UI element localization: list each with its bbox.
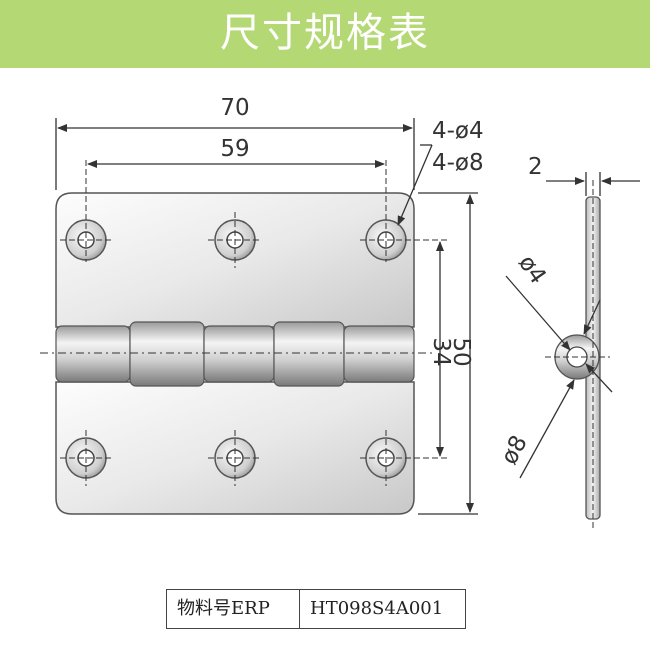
dim-label-59: 59 xyxy=(220,136,249,162)
title-banner: 尺寸规格表 xyxy=(0,0,650,68)
dim-label-2: 2 xyxy=(528,154,543,180)
dim-label-70: 70 xyxy=(220,95,249,121)
hole-spec-large: 4-ø8 xyxy=(432,150,484,176)
hinge-knuckles xyxy=(55,321,415,387)
hole-centerlines xyxy=(60,160,450,486)
hole-callout-leader xyxy=(397,144,433,226)
dim-label-50: 50 xyxy=(448,337,474,366)
hole-spec-small: 4-ø4 xyxy=(432,118,484,144)
width-dimension-70 xyxy=(55,118,415,190)
erp-label: 物料号ERP xyxy=(167,590,300,628)
page-title: 尺寸规格表 xyxy=(220,10,430,56)
side-label-diameter-8: ø8 xyxy=(496,431,532,469)
side-view-centerlines xyxy=(545,180,610,530)
height-dimension-50 xyxy=(418,192,478,515)
erp-value: HT098S4A001 xyxy=(310,598,444,619)
side-diameter-leaders xyxy=(505,275,613,479)
dim-label-34: 34 xyxy=(428,337,454,366)
thickness-dimension xyxy=(546,172,640,196)
side-label-diameter-4: ø4 xyxy=(513,251,551,289)
erp-table: 物料号ERP HT098S4A001 xyxy=(166,589,466,629)
